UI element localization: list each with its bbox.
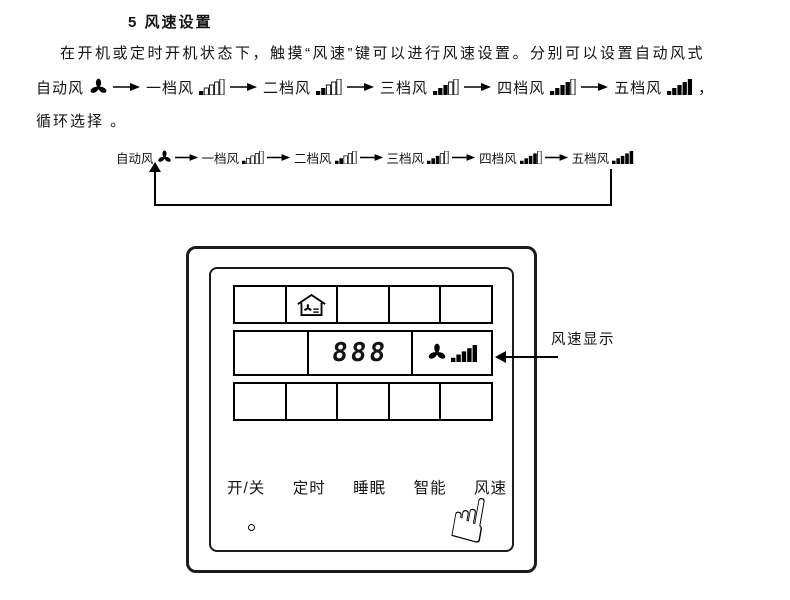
wind-level-4-icon <box>550 78 576 96</box>
fan-mode-label: 四档风 <box>479 151 517 166</box>
fan-mode-label: 四档风 <box>497 79 546 97</box>
fan-mode-label: 五档风 <box>614 79 663 97</box>
lcd-segment <box>336 285 390 324</box>
arrow-right-icon <box>267 153 291 162</box>
arrow-right-icon <box>544 153 569 162</box>
fan-mode-sequence-inline: 自动风 一档风 二档风 三档风 四档风 <box>36 74 714 100</box>
lcd-fan-speed-segment <box>411 330 493 376</box>
intro-text: 在开机或定时开机状态下，触摸“风速”键可以进行风速设置。分别可以设置自动风式 <box>60 45 705 62</box>
wind-level-3-icon <box>433 78 459 96</box>
smart-button-label: 智能 <box>413 480 447 497</box>
lcd-row-top <box>233 285 493 324</box>
sleep-button-label: 睡眠 <box>353 480 387 497</box>
callout-arrow-line <box>506 356 558 358</box>
loop-line-right <box>610 169 612 206</box>
loop-line-bottom <box>154 204 612 206</box>
lcd-temperature-digits: 888 <box>307 330 413 376</box>
wind-level-5-icon <box>612 150 634 164</box>
fan-mode-label: 五档风 <box>571 151 610 166</box>
wind-level-bars-icon <box>450 344 478 362</box>
fan-speed-button-label: 风速 <box>473 480 507 497</box>
lcd-display: 888 <box>233 285 493 421</box>
seven-segment-digits: 888 <box>330 338 390 368</box>
outro-text: 循环选择 。 <box>36 113 128 130</box>
lcd-row-bottom <box>233 382 493 421</box>
fan-mode-label: 一档风 <box>201 151 240 166</box>
fan-icon <box>157 150 172 165</box>
power-button-label: 开/关 <box>227 480 266 497</box>
fan-mode-label: 自动风 <box>36 79 85 97</box>
lcd-segment <box>439 285 493 324</box>
panel-button-row: 开/关 定时 睡眠 智能 风速 <box>227 476 507 498</box>
lcd-segment <box>233 330 309 376</box>
loop-arrow-up-icon <box>149 162 161 172</box>
house-ventilation-icon <box>296 292 327 318</box>
lcd-row-middle: 888 <box>233 330 493 376</box>
indicator-dot <box>248 524 255 531</box>
arrow-right-icon <box>581 82 609 92</box>
fan-mode-label: 三档风 <box>386 151 425 166</box>
arrow-right-icon <box>113 82 141 92</box>
comma-text: ， <box>698 79 715 97</box>
lcd-segment <box>284 285 339 324</box>
lcd-segment <box>284 382 339 421</box>
wind-level-1-icon <box>242 150 264 164</box>
fan-speed-display-callout: 风速显示 <box>551 332 615 348</box>
callout-arrow-left-icon <box>495 351 506 363</box>
wind-level-4-icon <box>519 150 542 164</box>
fan-mode-label: 二档风 <box>263 79 312 97</box>
loop-line-left <box>154 172 156 206</box>
fan-icon <box>427 343 447 363</box>
fan-mode-cycle-diagram: 自动风 一档风 二档风 三档风 四档风 <box>116 147 634 167</box>
wind-level-5-icon <box>667 79 693 95</box>
wind-level-2-icon <box>316 78 342 96</box>
lcd-segment <box>387 285 442 324</box>
arrow-right-icon <box>174 153 199 162</box>
section-title: 5 风速设置 <box>128 14 213 31</box>
lcd-segment <box>233 285 287 324</box>
timer-button-label: 定时 <box>292 480 326 497</box>
fan-icon <box>89 78 108 97</box>
lcd-segment <box>233 382 287 421</box>
lcd-segment <box>336 382 390 421</box>
panel-outer-frame <box>186 246 537 573</box>
wind-level-2-icon <box>334 150 357 164</box>
fan-mode-label: 二档风 <box>294 151 332 166</box>
fan-mode-label: 三档风 <box>380 79 429 97</box>
panel-inner-frame <box>209 267 514 552</box>
fan-mode-label: 自动风 <box>116 151 154 166</box>
wind-level-3-icon <box>427 150 449 164</box>
arrow-right-icon <box>464 82 492 92</box>
fan-mode-label: 一档风 <box>146 79 195 97</box>
arrow-right-icon <box>359 153 384 162</box>
arrow-right-icon <box>230 82 258 92</box>
lcd-segment <box>387 382 442 421</box>
lcd-segment <box>439 382 493 421</box>
arrow-right-icon <box>347 82 375 92</box>
arrow-right-icon <box>452 153 476 162</box>
wind-level-1-icon <box>199 78 225 96</box>
